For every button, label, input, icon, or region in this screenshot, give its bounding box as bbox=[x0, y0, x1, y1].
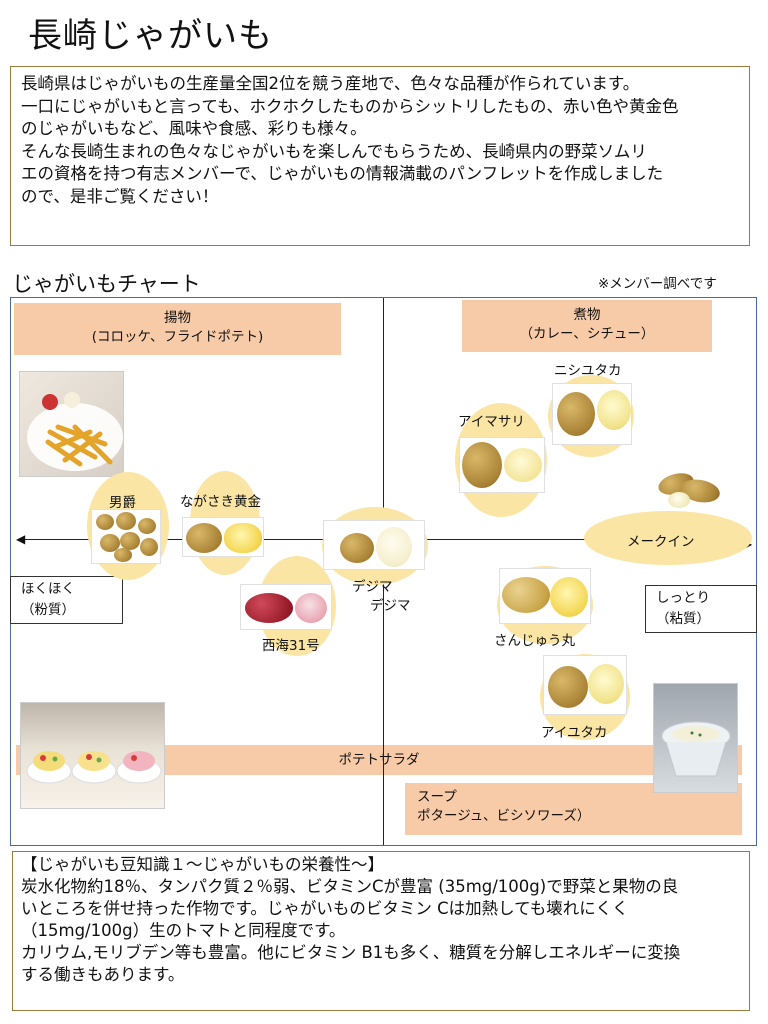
category-potato-salad-label: ポテトサラダ bbox=[338, 752, 420, 768]
chart-note: ※メンバー調べです bbox=[598, 276, 717, 292]
variety-aiyutaka-label: アイユタカ bbox=[541, 725, 608, 741]
category-simmered-title: 煮物 bbox=[573, 307, 601, 323]
sanjuumaru-photo bbox=[499, 568, 591, 624]
axis-label-waxy-title: しっとり bbox=[656, 590, 710, 606]
french-fries-icon bbox=[27, 392, 123, 471]
intro-text: 長崎県はじゃがいもの生産量全国2位を競う産地で、色々な品種が作られています。 一… bbox=[21, 74, 679, 206]
category-simmered-examples: （カレー、シチュー） bbox=[519, 326, 655, 342]
axis-label-floury-title: ほくほく bbox=[21, 581, 75, 597]
category-soup-examples: ポタージュ、ビシソワーズ） bbox=[417, 808, 591, 824]
nagasaki-ougon-photo bbox=[182, 517, 264, 557]
soup-photo bbox=[653, 683, 738, 793]
variety-mayqueen-label: メークイン bbox=[627, 534, 695, 550]
trivia-text: 【じゃがいも豆知識１～じゃがいもの栄養性～】 炭水化物約18％、タンパク質２％弱… bbox=[21, 855, 681, 984]
variety-saikai31-label: 西海31号 bbox=[262, 638, 320, 654]
variety-dejima-label-2: デジマ bbox=[370, 598, 411, 614]
saikai31-photo bbox=[240, 584, 332, 630]
category-soup-title: スープ bbox=[417, 789, 457, 805]
trivia-box: 【じゃがいも豆知識１～じゃがいもの栄養性～】 炭水化物約18％、タンパク質２％弱… bbox=[12, 851, 750, 1011]
aimasari-photo bbox=[459, 437, 545, 493]
dejima-photo bbox=[323, 520, 425, 570]
mayqueen-photo bbox=[654, 466, 724, 516]
category-fried-examples: (コロッケ、フライドポテト) bbox=[91, 329, 264, 345]
variety-danshaku-label: 男爵 bbox=[109, 495, 136, 511]
axis-label-floury-sub: （粉質） bbox=[21, 602, 75, 618]
potato-chart bbox=[10, 297, 757, 846]
soup-glass-icon bbox=[661, 721, 731, 777]
axis-label-waxy-sub: （粘質） bbox=[656, 611, 710, 627]
page-title: 長崎じゃがいも bbox=[28, 16, 273, 56]
variety-aimasari-label: アイマサリ bbox=[458, 414, 525, 430]
category-fried: 揚物 (コロッケ、フライドポテト) bbox=[14, 303, 341, 355]
fried-potato-photo bbox=[19, 371, 124, 477]
chart-title: じゃがいもチャート bbox=[12, 272, 201, 296]
arrow-left-icon: ◀ bbox=[16, 532, 26, 546]
category-simmered: 煮物 （カレー、シチュー） bbox=[462, 300, 712, 352]
variety-dejima-label: デジマ bbox=[352, 579, 393, 595]
aiyutaka-photo bbox=[543, 655, 627, 715]
potato-salad-bowls-icon bbox=[26, 751, 162, 784]
mayqueen-highlight bbox=[584, 511, 752, 565]
axis-label-waxy: しっとり （粘質） bbox=[645, 585, 757, 633]
variety-sanjuumaru-label: さんじゅう丸 bbox=[494, 633, 575, 649]
axis-label-floury: ほくほく （粉質） bbox=[10, 576, 123, 624]
category-fried-title: 揚物 bbox=[164, 310, 191, 326]
nishiyutaka-photo bbox=[552, 383, 632, 445]
danshaku-photo bbox=[91, 509, 161, 564]
intro-box: 長崎県はじゃがいもの生産量全国2位を競う産地で、色々な品種が作られています。 一… bbox=[10, 66, 750, 246]
variety-nagasaki-ougon-label: ながさき黄金 bbox=[180, 494, 261, 510]
variety-nishiyutaka-label: ニシユタカ bbox=[554, 363, 622, 379]
potato-salad-photo bbox=[20, 702, 165, 809]
